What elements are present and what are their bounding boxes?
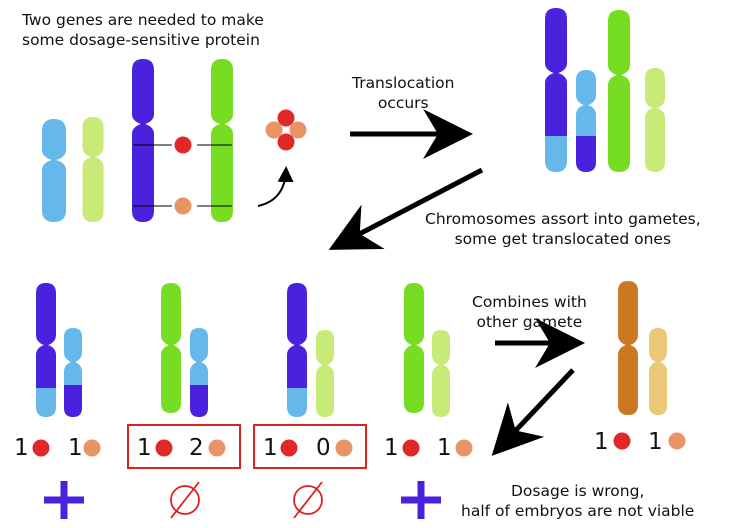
gamete-2-orange-count: 2 bbox=[189, 435, 204, 461]
chromosome-green bbox=[211, 59, 233, 222]
chromosome-green-right bbox=[608, 10, 630, 172]
arrows bbox=[257, 109, 585, 456]
translocation-label: Translocation occurs bbox=[352, 74, 455, 112]
chromosome-light-blue bbox=[42, 119, 66, 222]
dosage-boxes bbox=[127, 424, 367, 469]
gamete-3-light-green bbox=[316, 330, 334, 417]
other-gamete-orange bbox=[618, 281, 638, 415]
translocated-lightblue-purple bbox=[576, 70, 596, 172]
gamete-4-red-dot bbox=[402, 439, 420, 457]
gamete-3-translocated-purple bbox=[287, 283, 307, 417]
chromosome-light-green bbox=[82, 117, 104, 222]
merge-arrow bbox=[491, 368, 575, 456]
gamete-1-orange-dot bbox=[83, 439, 101, 457]
viability-marks bbox=[44, 481, 441, 519]
protein-subunit-orange-right bbox=[289, 121, 307, 139]
outcome-label: Dosage is wrong, half of embryos are not… bbox=[461, 482, 695, 520]
gamete-2-orange-dot bbox=[208, 439, 226, 457]
gene-orange bbox=[174, 197, 192, 215]
gamete-4-green bbox=[404, 283, 424, 413]
other-gamete-orange-count: 1 bbox=[648, 429, 663, 455]
gamete-1-orange-count: 1 bbox=[68, 435, 83, 461]
translocated-purple-lightblue bbox=[545, 8, 567, 172]
gamete-3-red-count: 1 bbox=[263, 435, 278, 461]
gamete-1-red-dot bbox=[32, 439, 50, 457]
gamete-3-orange-dot bbox=[335, 439, 353, 457]
assort-label: Chromosomes assort into gametes, some ge… bbox=[425, 210, 701, 248]
gamete-2-red-count: 1 bbox=[137, 435, 152, 461]
chromosomes bbox=[36, 8, 667, 417]
gamete-2-dosage-box bbox=[127, 424, 241, 469]
gamete-3-orange-count: 0 bbox=[316, 435, 331, 461]
protein-subunit-red-top bbox=[277, 109, 295, 127]
gamete-3-dosage-box bbox=[253, 424, 367, 469]
other-gamete-red-count: 1 bbox=[594, 429, 609, 455]
protein-assembly-arrow bbox=[257, 166, 294, 207]
other-gamete-red-dot bbox=[613, 432, 631, 450]
gamete-4-red-count: 1 bbox=[384, 435, 399, 461]
gamete-1-red-count: 1 bbox=[14, 435, 29, 461]
other-gamete-tan bbox=[649, 328, 667, 415]
assort-arrow bbox=[328, 167, 484, 250]
gamete-2-not-viable-icon bbox=[170, 481, 200, 519]
combine-label: Combines with other gamete bbox=[472, 293, 587, 331]
gamete-2-green bbox=[161, 283, 181, 413]
protein-subunit-orange-left bbox=[265, 121, 283, 139]
gene-red bbox=[174, 136, 192, 154]
gamete-4-viable-plus-icon bbox=[401, 481, 441, 519]
gamete-4-orange-count: 1 bbox=[437, 435, 452, 461]
genes bbox=[32, 109, 686, 457]
gamete-4-orange-dot bbox=[455, 439, 473, 457]
gamete-1-translocated-purple bbox=[36, 283, 56, 417]
gamete-1-translocated-lightblue bbox=[64, 328, 82, 417]
gamete-4-light-green bbox=[432, 330, 450, 417]
gamete-3-red-dot bbox=[280, 439, 298, 457]
other-gamete-orange-dot bbox=[668, 432, 686, 450]
gamete-1-viable-plus-icon bbox=[44, 481, 84, 519]
header-text: Two genes are needed to make some dosage… bbox=[22, 11, 264, 49]
protein-subunit-red-bottom bbox=[277, 133, 295, 151]
gamete-2-red-dot bbox=[155, 439, 173, 457]
chromosome-purple bbox=[132, 59, 154, 222]
chromosome-light-green-right bbox=[645, 68, 665, 172]
gamete-2-translocated-lightblue bbox=[190, 328, 208, 417]
gamete-3-not-viable-icon bbox=[293, 481, 323, 519]
